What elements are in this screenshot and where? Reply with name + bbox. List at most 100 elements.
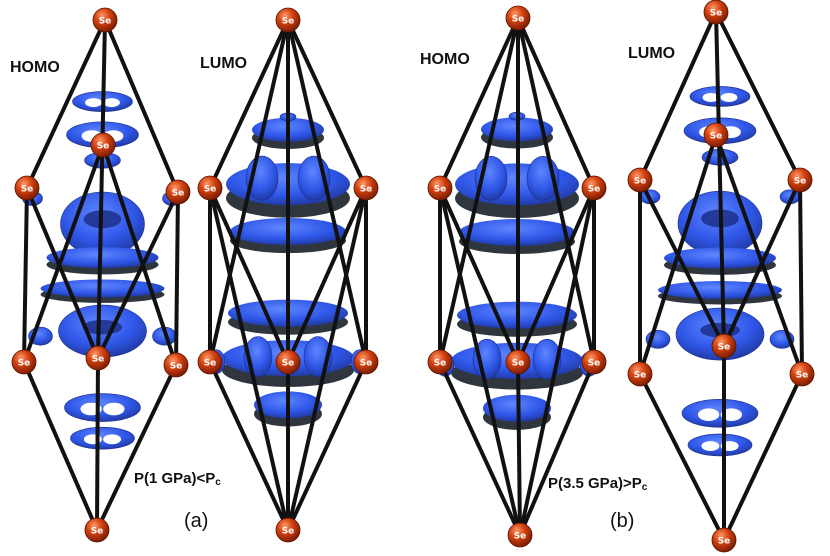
se-atom-sphere — [11, 349, 37, 375]
se-atom: Se — [427, 349, 453, 375]
se-atom: Se — [92, 7, 118, 33]
bond — [714, 10, 726, 348]
panel-a-cell-2-title: LUMO — [200, 55, 247, 72]
atom-label: Se — [21, 185, 34, 195]
bond — [286, 186, 368, 532]
se-atom: Se — [703, 122, 729, 148]
se-atom: Se — [627, 361, 653, 387]
bond — [438, 16, 520, 364]
bond — [516, 16, 596, 364]
se-atom-sphere — [427, 175, 453, 201]
bond — [95, 356, 100, 532]
bond — [516, 16, 596, 190]
bond — [518, 186, 596, 537]
orbital-ring — [70, 426, 135, 450]
bond — [25, 186, 100, 360]
atom-label: Se — [97, 142, 110, 152]
bond — [638, 10, 718, 182]
bond — [638, 372, 726, 542]
se-atom: Se — [581, 349, 607, 375]
se-atom-sphere — [789, 361, 815, 387]
bond — [96, 18, 107, 360]
orbital-ring — [687, 433, 753, 457]
bond — [714, 10, 802, 182]
bond — [286, 360, 368, 532]
se-atom: Se — [275, 7, 301, 33]
se-atom-sphere — [275, 7, 301, 33]
atom-label: Se — [718, 343, 731, 353]
se-atom-sphere — [711, 527, 737, 553]
atom-label: Se — [282, 527, 295, 537]
bond-layer — [22, 10, 804, 542]
panel-b-cell-1-title: HOMO — [420, 51, 470, 68]
se-atom-sphere — [507, 522, 533, 548]
se-atom: Se — [165, 179, 191, 205]
se-atom-sphere — [787, 167, 813, 193]
atom-label: Se — [588, 185, 601, 195]
atom-label: Se — [794, 177, 807, 187]
se-atom: Se — [711, 333, 737, 359]
se-atom-sphere — [165, 179, 191, 205]
se-atom: Se — [789, 361, 815, 387]
atom-label: Se — [710, 132, 723, 142]
bond — [286, 18, 368, 364]
se-atom-sphere — [703, 0, 729, 25]
orbital-ring — [681, 398, 759, 428]
atom-label: Se — [514, 532, 527, 542]
atom-label: Se — [204, 359, 217, 369]
se-atom: Se — [711, 527, 737, 553]
atom-label: Se — [796, 371, 809, 381]
atom-label: Se — [512, 15, 525, 25]
se-atom: Se — [507, 522, 533, 548]
se-atom-sphere — [353, 175, 379, 201]
atom-label: Se — [282, 359, 295, 369]
bond — [438, 186, 520, 364]
atom-label: Se — [634, 177, 647, 187]
se-atom-sphere — [163, 352, 189, 378]
se-atom: Se — [353, 175, 379, 201]
panel-b-cell-2-title: LUMO — [628, 45, 675, 62]
bond — [22, 143, 105, 364]
se-atom: Se — [703, 0, 729, 25]
se-atom-sphere — [627, 167, 653, 193]
se-atom-sphere — [14, 175, 40, 201]
se-atom-sphere — [427, 349, 453, 375]
se-atom-sphere — [275, 349, 301, 375]
bond — [438, 360, 522, 537]
se-atom-sphere — [85, 345, 111, 371]
se-atom: Se — [275, 349, 301, 375]
bond — [208, 18, 290, 190]
se-atom: Se — [163, 352, 189, 378]
atom-label: Se — [99, 17, 112, 27]
atom-label: Se — [718, 537, 731, 547]
bond — [638, 178, 726, 348]
atom-label: Se — [634, 371, 647, 381]
orbital-disc — [40, 279, 165, 303]
se-atom: Se — [197, 175, 223, 201]
se-atom-sphere — [90, 132, 116, 158]
bond — [208, 186, 290, 364]
bond — [22, 186, 29, 364]
se-atom: Se — [14, 175, 40, 201]
bond — [22, 360, 99, 532]
bond — [722, 372, 804, 542]
bond — [95, 363, 178, 532]
se-atom: Se — [197, 349, 223, 375]
bond — [96, 190, 180, 360]
se-atom-sphere — [505, 349, 531, 375]
panel-a-condition: P(1 GPa)<Pc — [134, 470, 221, 488]
bond — [714, 133, 804, 376]
atom-label: Se — [360, 359, 373, 369]
atom-label: Se — [92, 355, 105, 365]
bond — [518, 360, 596, 537]
se-atom-sphere — [197, 349, 223, 375]
se-atom-sphere — [84, 517, 110, 543]
bond — [438, 16, 520, 190]
atom-label: Se — [170, 362, 183, 372]
bond — [438, 186, 522, 537]
bond — [286, 18, 368, 190]
panel-b-tag: (b) — [610, 510, 634, 532]
